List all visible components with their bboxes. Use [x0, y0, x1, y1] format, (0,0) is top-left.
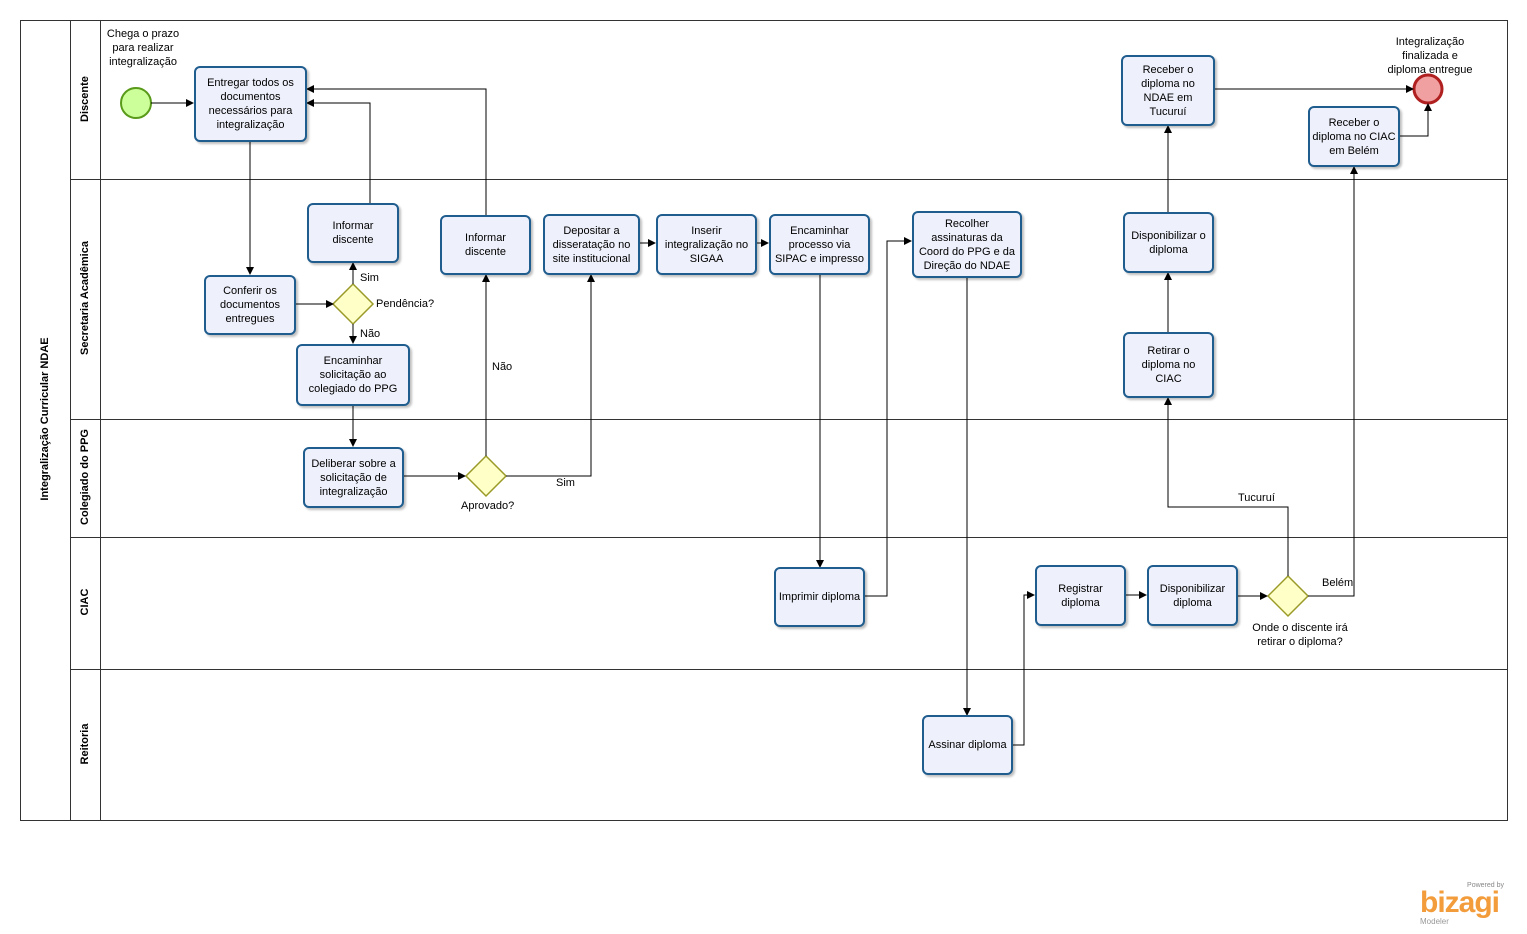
brand-product: Modeler [1420, 917, 1449, 926]
lane-title-discente: Discente [79, 76, 91, 122]
flow-label-belem: Belém [1322, 577, 1354, 589]
task-encaminhar-solicitacao[interactable]: Encaminhar solicitação ao colegiado do P… [296, 344, 410, 406]
task-depositar-dissertacao[interactable]: Depositar a disseratação no site institu… [543, 214, 640, 275]
pool-title: Integralização Curricular NDAE [39, 337, 51, 501]
end-event-label: Integralização finalizada e diploma entr… [1387, 36, 1473, 76]
task-receber-diploma-ciac[interactable]: Receber o diploma no CIAC em Belém [1308, 106, 1400, 167]
task-encaminhar-processo[interactable]: Encaminhar processo via SIPAC e impresso [769, 214, 870, 275]
task-recolher-assinaturas[interactable]: Recolher assinaturas da Coord do PPG e d… [912, 211, 1022, 278]
task-informar-discente-2[interactable]: Informar discente [440, 215, 531, 275]
task-deliberar-solicitacao[interactable]: Deliberar sobre a solicitação de integra… [303, 447, 404, 508]
lane-title-ciac: CIAC [79, 588, 91, 616]
flow-onde-tucurui [1164, 397, 1289, 576]
task-registrar-diploma[interactable]: Registrar diploma [1035, 565, 1126, 626]
gateway-onde[interactable] [1266, 574, 1310, 618]
brand-powered-by: Powered by [1467, 882, 1504, 889]
task-informar-discente-1[interactable]: Informar discente [307, 203, 399, 263]
task-disponibilizar-o-diploma[interactable]: Disponibilizar o diploma [1123, 212, 1214, 273]
brand-name: bizagi [1420, 886, 1500, 919]
task-receber-diploma-ndae[interactable]: Receber o diploma no NDAE em Tucuruí [1121, 55, 1215, 126]
task-conferir-documentos[interactable]: Conferir os documentos entregues [204, 275, 296, 335]
flow-label-tucurui: Tucuruí [1238, 492, 1275, 504]
task-retirar-diploma-ciac[interactable]: Retirar o diploma no CIAC [1123, 332, 1214, 398]
task-imprimir-diploma[interactable]: Imprimir diploma [774, 567, 865, 627]
flow-label-nao-pendencia: Não [360, 328, 381, 340]
end-event[interactable] [1412, 73, 1444, 105]
flow-aprovado-sim [506, 274, 595, 477]
pool-frame [20, 20, 1508, 821]
task-entregar-documentos[interactable]: Entregar todos os documentos necessários… [194, 66, 307, 142]
bizagi-logo: Powered by bizagi Modeler [1420, 882, 1510, 926]
flow-assinar-registrar [1013, 591, 1035, 746]
lane-title-secretaria: Secretaria Acadêmica [79, 241, 91, 355]
gateway-onde-label: Onde o discente irá retirar o diploma? [1252, 622, 1348, 648]
task-inserir-sigaa[interactable]: Inserir integralização no SIGAA [656, 214, 757, 275]
gateway-aprovado[interactable] [464, 454, 508, 498]
task-assinar-diploma[interactable]: Assinar diploma [922, 715, 1013, 775]
flow-label-nao-aprovado: Não [492, 361, 513, 373]
gateway-pendencia-label: Pendência? [376, 298, 435, 310]
flow-receber-ciac-end [1400, 103, 1432, 137]
start-event[interactable] [120, 87, 152, 119]
flow-label-sim-pendencia: Sim [360, 272, 379, 284]
gateway-aprovado-label: Aprovado? [461, 500, 515, 512]
flow-informar1-entregar [306, 99, 371, 203]
flow-label-sim-aprovado: Sim [556, 477, 575, 489]
flow-onde-belem [1308, 166, 1358, 597]
flow-informar2-entregar [306, 85, 487, 215]
start-event-label: Chega o prazo para realizar integralizaç… [106, 28, 180, 68]
task-disponibilizar-diploma-ciac[interactable]: Disponibilizar diploma [1147, 565, 1238, 626]
flow-imprimir-recolher [865, 237, 912, 597]
lane-title-reitoria: Reitoria [79, 723, 91, 765]
